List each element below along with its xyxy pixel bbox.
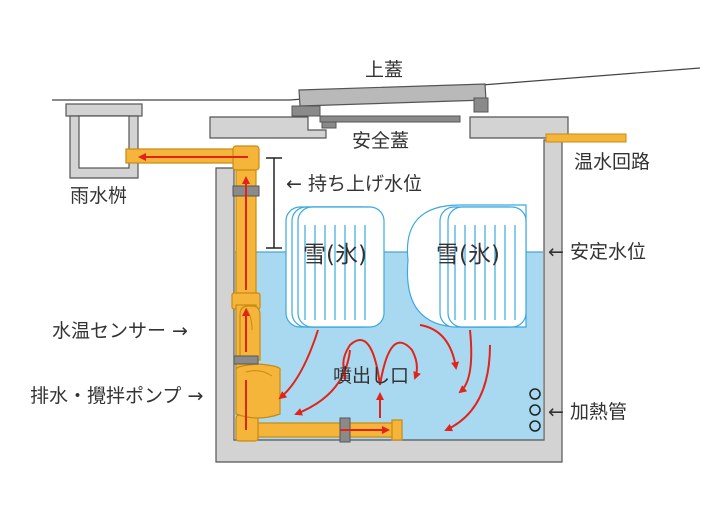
- temp-sensor-label: 水温センサー →: [52, 320, 188, 342]
- stable-water-level-label: ← 安定水位: [548, 241, 646, 263]
- snow-block-right: [406, 204, 527, 328]
- safety-lid: [319, 115, 461, 129]
- heating-pipe-label: ← 加熱管: [548, 401, 627, 423]
- rain-basin: [65, 103, 143, 179]
- temperature-sensor: [239, 305, 261, 361]
- pump-body: [235, 363, 281, 419]
- hot-water-circuit-pipe: [545, 133, 627, 143]
- snow-ice-label-left: 雪(氷): [303, 242, 367, 268]
- heating-pipes: [529, 388, 541, 432]
- top-slabs: [209, 116, 569, 139]
- hot-water-circuit-label: 温水回路: [574, 151, 650, 173]
- pump-label: 排水・攪拌ポンプ →: [30, 385, 203, 407]
- safety-lid-label: 安全蓋: [352, 130, 409, 152]
- upper-lid: [291, 83, 489, 117]
- flow-arrows: [138, 153, 491, 434]
- lift-water-level-marker: [266, 157, 282, 249]
- rain-basin-label: 雨水桝: [70, 185, 127, 207]
- lift-water-level-label: ← 持ち上げ水位: [286, 173, 422, 195]
- snow-block-left: [285, 206, 385, 328]
- lid-label: 上蓋: [365, 59, 403, 81]
- nozzle-label: 噴出し口: [333, 365, 409, 387]
- snow-ice-label-right: 雪(氷): [436, 242, 500, 268]
- tank-body: [215, 139, 563, 463]
